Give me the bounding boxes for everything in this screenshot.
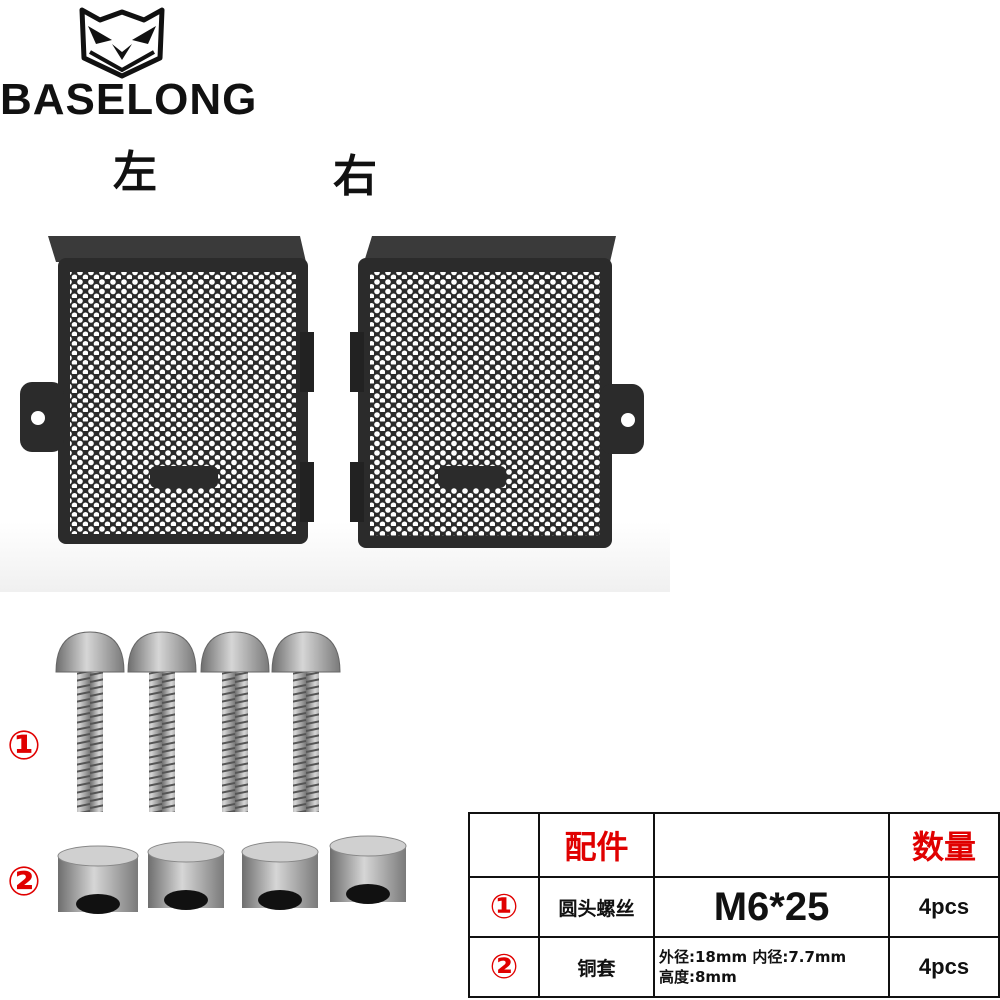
row-spec-line-1: 外径:18mm 内径:7.7mm — [659, 948, 847, 966]
part-marker-1: ① — [7, 723, 41, 769]
left-label: 左 — [113, 147, 157, 198]
fox-mask-logo-icon — [79, 7, 165, 79]
header-blank-cell — [468, 812, 540, 878]
parts-table: 配件 数量 ① 圆头螺丝 M6*25 4pcs ② 铜套 外径:18mm 内径:… — [468, 812, 1000, 998]
right-label: 右 — [333, 151, 377, 202]
row-spec: 外径:18mm 内径:7.7mm 高度:8mm — [653, 936, 890, 998]
header-spec — [653, 812, 890, 878]
header-part: 配件 — [538, 812, 655, 878]
left-guard — [20, 236, 314, 544]
row-number: ① — [468, 876, 540, 938]
part-marker-2: ② — [7, 859, 41, 905]
header-quantity: 数量 — [888, 812, 1000, 878]
table-row: ② 铜套 外径:18mm 内径:7.7mm 高度:8mm 4pcs — [468, 936, 1000, 998]
row-qty: 4pcs — [888, 936, 1000, 998]
screws — [55, 631, 341, 812]
row-qty: 4pcs — [888, 876, 1000, 938]
table-row: ① 圆头螺丝 M6*25 4pcs — [468, 876, 1000, 938]
row-name: 铜套 — [538, 936, 655, 998]
table-header-row: 配件 数量 — [468, 812, 1000, 878]
row-spec-line-2: 高度:8mm — [659, 968, 737, 986]
row-spec: M6*25 — [653, 876, 890, 938]
row-name: 圆头螺丝 — [538, 876, 655, 938]
right-guard — [350, 236, 644, 548]
radiator-guard-image — [0, 236, 670, 592]
hardware-image — [55, 631, 407, 914]
brand-name: BASELONG — [0, 75, 258, 124]
row-number: ② — [468, 936, 540, 998]
sleeves — [57, 835, 407, 914]
